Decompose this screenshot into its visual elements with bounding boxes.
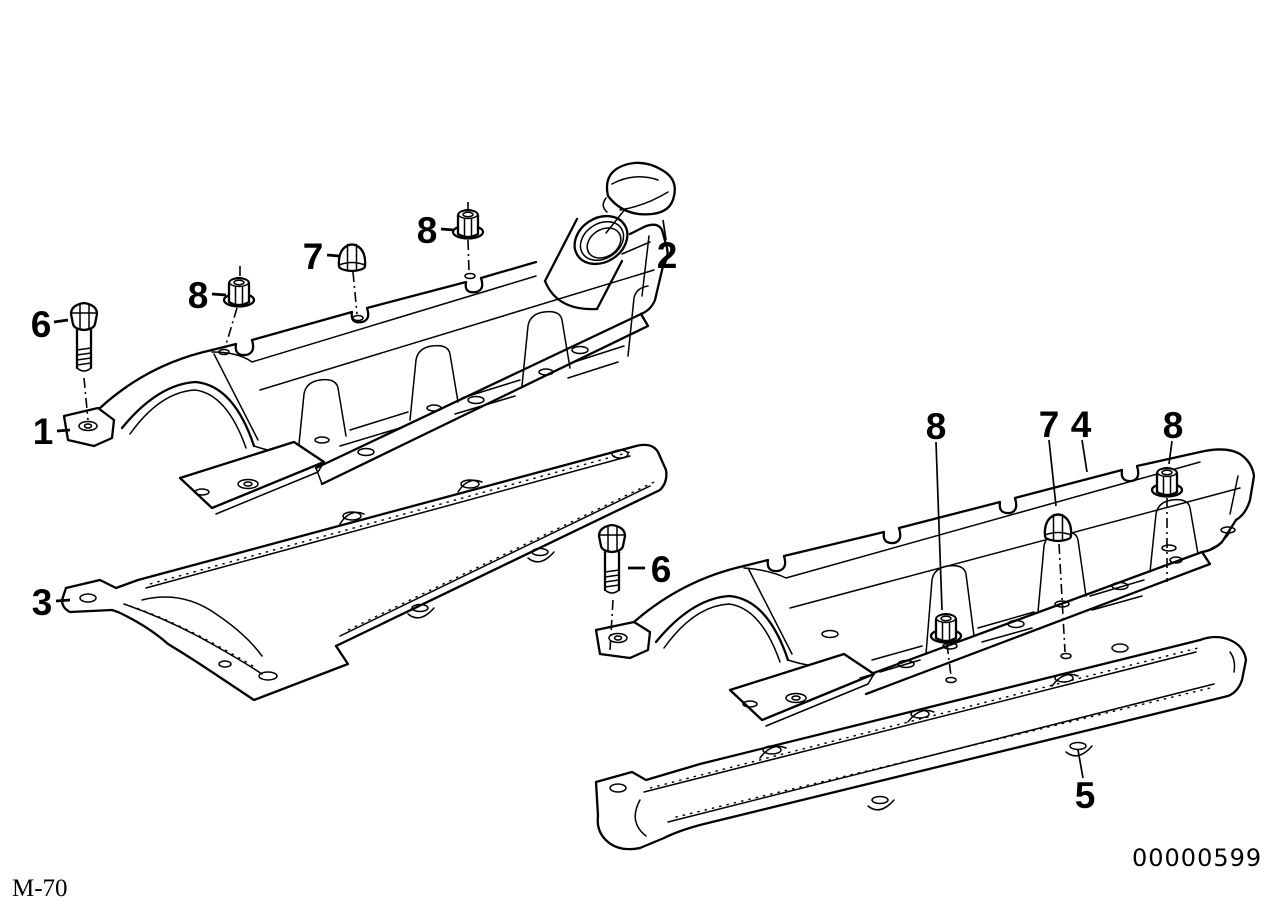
leader-2 — [662, 219, 667, 241]
leader-4 — [1081, 439, 1088, 473]
callout-6-right: 6 — [651, 549, 672, 590]
left-valve-cover-drawing — [62, 223, 669, 515]
callout-2: 2 — [657, 235, 678, 276]
callout-8-right-a: 8 — [926, 406, 947, 447]
leader-8-left-a — [211, 292, 227, 297]
callout-3: 3 — [32, 582, 53, 623]
callout-4: 4 — [1071, 404, 1092, 445]
callout-8-left-b: 8 — [417, 210, 438, 251]
right-rear-flange-nut-drawing — [1150, 466, 1184, 582]
leader-8-left-b — [440, 227, 455, 232]
right-gasket-drawing — [594, 635, 1248, 851]
left-gasket-drawing — [60, 443, 668, 702]
left-cap-nut-drawing — [337, 243, 367, 315]
leader-8-right-a — [935, 441, 943, 611]
leader-7-left — [326, 253, 340, 258]
callouts: 6 1 3 8 7 8 2 8 7 4 8 6 5 — [31, 210, 1184, 816]
callout-7-left: 7 — [303, 236, 324, 277]
left-bolt-drawing — [69, 301, 99, 421]
callout-6-left: 6 — [31, 304, 52, 345]
callout-8-left-a: 8 — [188, 275, 209, 316]
drawing-number-label: 00000599 — [1132, 844, 1262, 872]
leader-3 — [55, 598, 71, 603]
leader-1 — [56, 428, 71, 433]
left-rear-flange-nut-drawing — [451, 202, 485, 273]
callout-5: 5 — [1075, 775, 1096, 816]
right-cap-nut-drawing — [1043, 513, 1073, 653]
callout-8-right-b: 8 — [1163, 405, 1184, 446]
leader-8-right-b — [1168, 440, 1173, 465]
leader-5 — [1077, 749, 1084, 779]
leader-6-left — [53, 318, 69, 324]
callout-7-right: 7 — [1039, 404, 1060, 445]
callout-1: 1 — [33, 411, 54, 452]
oil-filler-neck-drawing — [543, 202, 631, 311]
oil-filler-cap-drawing — [602, 161, 676, 216]
leader-7-right — [1048, 439, 1057, 507]
right-bolt-drawing — [597, 523, 627, 651]
right-front-flange-nut-drawing — [929, 612, 963, 677]
left-front-flange-nut-drawing — [222, 266, 256, 349]
engine-code-label: M-70 — [12, 875, 68, 902]
